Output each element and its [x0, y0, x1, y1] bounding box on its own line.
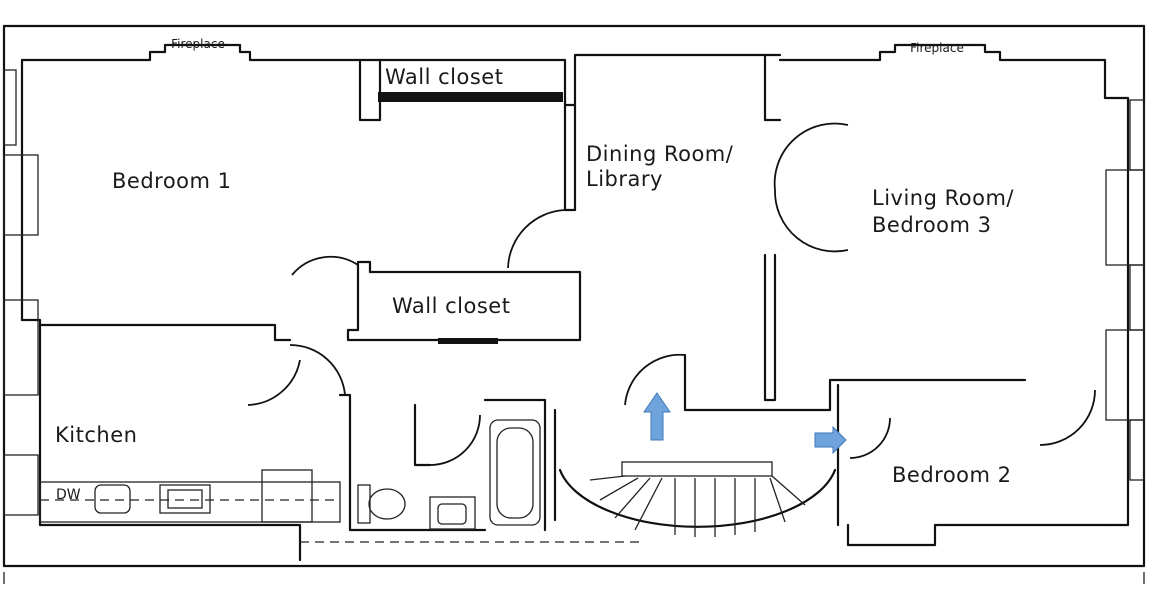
dining-room-label-line1: Dining Room/: [586, 142, 734, 166]
fireplace-label-right: Fireplace: [910, 41, 964, 55]
interior-walls: [38, 53, 1027, 532]
staircase: [558, 461, 837, 537]
up-arrow-icon: [643, 392, 671, 441]
living-room-label-line1: Living Room/: [872, 186, 1014, 210]
kitchen-counter: [39, 469, 341, 523]
right-arrow-icon: [814, 425, 847, 455]
bathroom-fixtures: [357, 419, 541, 530]
doors: [247, 122, 1096, 466]
kitchen-label: Kitchen: [55, 423, 137, 447]
dining-room-label-line2: Library: [586, 167, 663, 191]
wall-closet-top-label: Wall closet: [385, 65, 503, 89]
wall-closet-middle-label: Wall closet: [392, 294, 510, 318]
bedroom-1-label: Bedroom 1: [112, 169, 232, 193]
bedroom-2-label: Bedroom 2: [892, 463, 1012, 487]
dishwasher-label: DW: [56, 487, 81, 503]
fireplace-label-left: Fireplace: [171, 37, 225, 51]
living-room-label-line2: Bedroom 3: [872, 213, 992, 237]
windows: [3, 69, 1145, 516]
